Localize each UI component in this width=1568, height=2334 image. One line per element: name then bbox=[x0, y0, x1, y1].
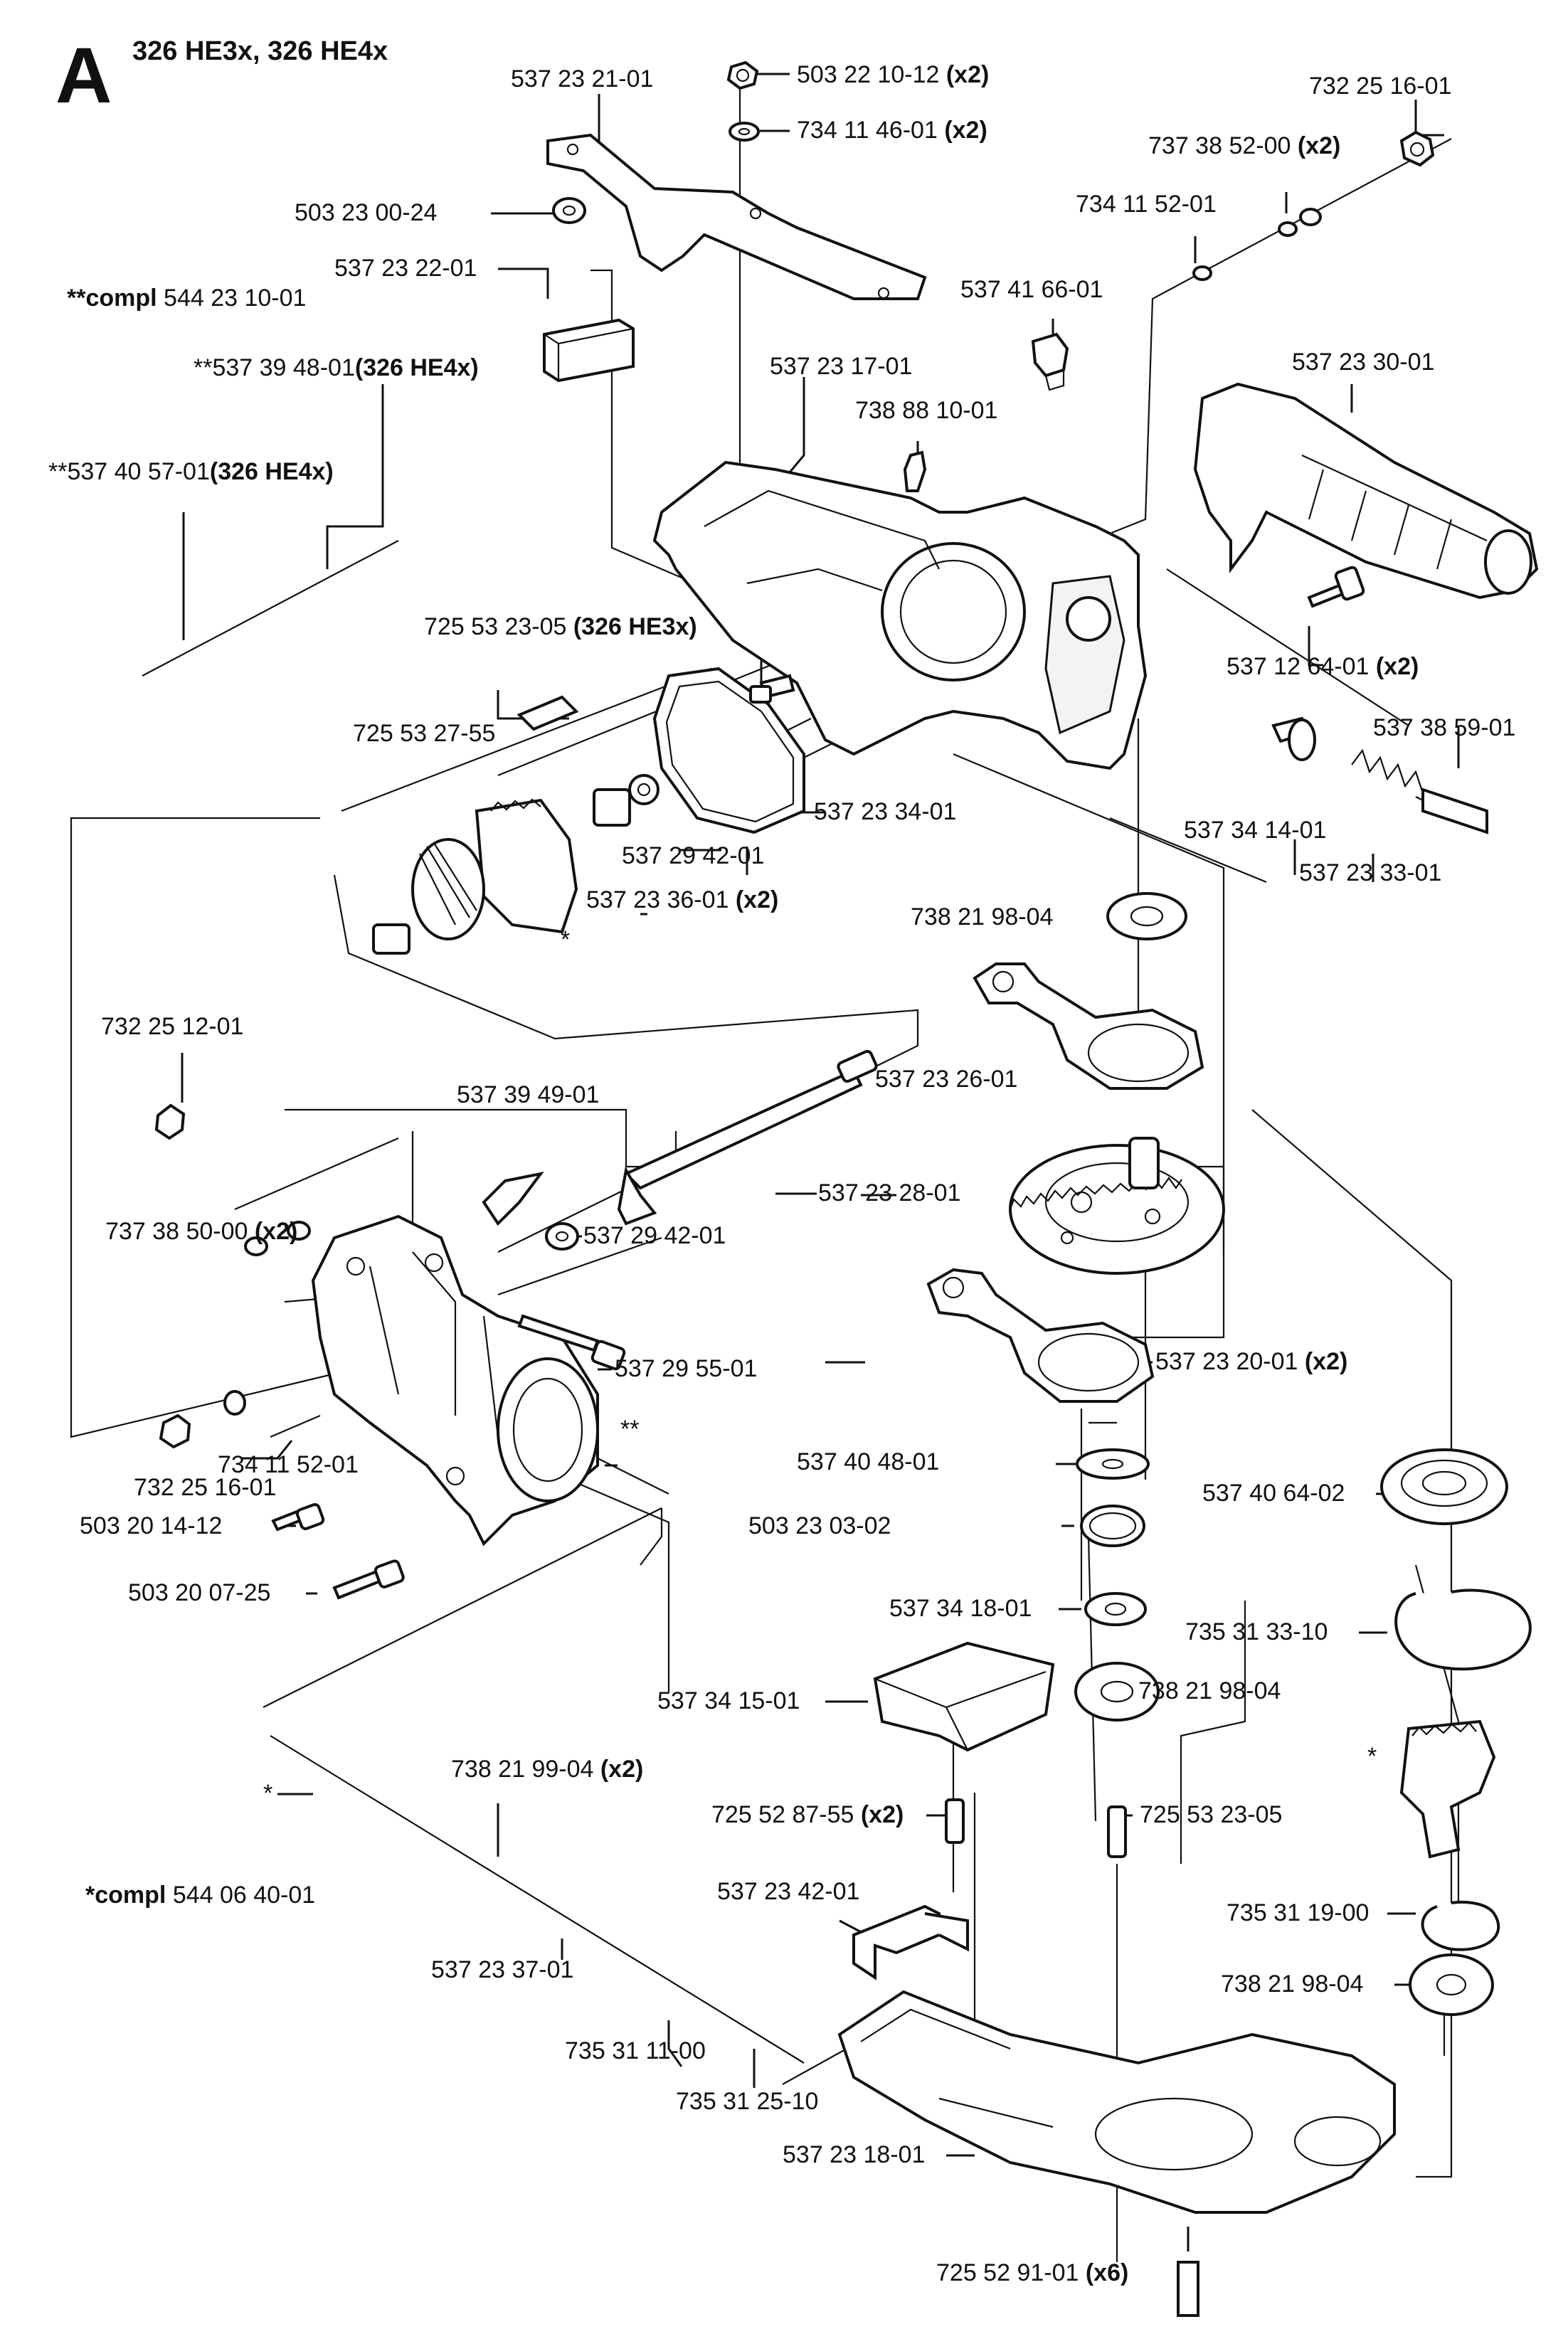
bushing-2 bbox=[593, 788, 631, 827]
part-label-537233401: 537 23 34-01 bbox=[814, 798, 957, 825]
bracket-537341501 bbox=[873, 1641, 1055, 1752]
part-label-725529101: 725 52 91-01 (x6) bbox=[936, 2259, 1129, 2286]
part-label-732251601a: 732 25 16-01 bbox=[1309, 73, 1452, 100]
part-label-537295501: 537 29 55-01 bbox=[615, 1355, 758, 1382]
part-label-537233301: 537 23 33-01 bbox=[1299, 859, 1442, 886]
part-label-503230302: 503 23 03-02 bbox=[748, 1512, 891, 1539]
part-label-537341801: 537 34 18-01 bbox=[889, 1595, 1032, 1622]
part-label-737385000: 737 38 50-00 (x2) bbox=[105, 1218, 298, 1245]
bevel-gear-cluster bbox=[475, 798, 578, 934]
nut-right bbox=[1399, 130, 1435, 167]
part-label-537406402: 537 40 64-02 bbox=[1202, 1480, 1345, 1507]
bearing-top bbox=[1106, 892, 1187, 940]
link-plate-bottom bbox=[926, 1268, 1155, 1403]
part-label-537416601: 537 41 66-01 bbox=[960, 276, 1103, 303]
part-label-734114601: 734 11 46-01 (x2) bbox=[797, 117, 987, 144]
part-label-732251201: 732 25 12-01 bbox=[101, 1013, 244, 1040]
part-label-star-gear: * bbox=[263, 1780, 273, 1807]
part-label-725532305b: 725 53 23-05 bbox=[1140, 1801, 1283, 1828]
bearing-lower-right bbox=[1409, 1953, 1494, 2016]
spacer-block bbox=[852, 1904, 941, 1980]
part-label-503230024: 503 23 00-24 bbox=[295, 199, 438, 226]
nut-left-lower bbox=[159, 1413, 191, 1449]
link-plate-top bbox=[973, 962, 1204, 1090]
part-label-537232801: 537 23 28-01 bbox=[818, 1179, 961, 1206]
main-gear bbox=[1009, 1144, 1225, 1275]
part-label-537385901: 537 38 59-01 bbox=[1373, 714, 1516, 741]
part-label-735313310: 735 31 33-10 bbox=[1185, 1618, 1328, 1645]
part-label-537126401: 537 12 64-01 (x2) bbox=[1227, 653, 1419, 680]
part-label-537232001: 537 23 20-01 (x2) bbox=[1155, 1348, 1348, 1375]
plug bbox=[1031, 332, 1069, 378]
part-label-725532755: 725 53 27-55 bbox=[353, 720, 496, 747]
rubber-block bbox=[543, 318, 635, 383]
part-label-503200725: 503 20 07-25 bbox=[128, 1579, 271, 1606]
part-label-734115201a: 734 11 52-01 bbox=[1076, 191, 1217, 218]
part-label-compl544231001: **compl 544 23 10-01 bbox=[67, 285, 307, 312]
part-label-735311900: 735 31 19-00 bbox=[1227, 1899, 1370, 1926]
top-washer bbox=[729, 122, 760, 142]
part-label-738219904: 738 21 99-04 (x2) bbox=[451, 1756, 644, 1783]
part-label-537394901: 537 39 49-01 bbox=[457, 1081, 600, 1108]
part-label-537232601: 537 23 26-01 bbox=[875, 1066, 1018, 1093]
part-label-737385200: 737 38 52-00 (x2) bbox=[1148, 132, 1341, 159]
bottom-screw bbox=[1177, 2261, 1199, 2317]
part-label-735311100: 735 31 11-00 bbox=[565, 2037, 706, 2064]
part-label-537234201: 537 23 42-01 bbox=[717, 1878, 860, 1905]
part-label-537233601: 537 23 36-01 (x2) bbox=[586, 886, 779, 913]
spring bbox=[1351, 748, 1424, 794]
part-label-537231801: 537 23 18-01 bbox=[783, 2141, 926, 2168]
bearing-mid bbox=[1074, 1662, 1160, 1722]
grease-nipple bbox=[903, 450, 927, 492]
part-label-star-pinion: * bbox=[1367, 1743, 1377, 1770]
part-label-537232101: 537 23 21-01 bbox=[511, 65, 654, 92]
part-label-537405701: **537 40 57-01(326 HE4x) bbox=[48, 458, 334, 485]
part-label-537233701: 537 23 37-01 bbox=[431, 1956, 574, 1983]
wave-washer bbox=[1080, 1505, 1145, 1547]
circlip-right bbox=[1394, 1588, 1532, 1671]
part-label-738219804c: 738 21 98-04 bbox=[1221, 1970, 1364, 1998]
nut-left-upper bbox=[154, 1103, 186, 1140]
part-label-734115201b: 734 11 52-01 bbox=[218, 1451, 359, 1478]
drive-shaft bbox=[623, 1068, 863, 1190]
model-heading: 326 HE3x, 326 HE4x bbox=[132, 36, 388, 66]
part-label-star-bevel: * bbox=[561, 926, 571, 953]
bevel-pinion bbox=[1399, 1719, 1496, 1859]
part-label-735312510: 735 31 25-10 bbox=[676, 2088, 819, 2115]
gasket bbox=[652, 667, 805, 834]
part-label-725528755: 725 52 87-55 (x2) bbox=[711, 1801, 904, 1828]
housing-bore bbox=[881, 542, 1026, 681]
part-label-537294201b: 537 29 42-01 bbox=[583, 1222, 726, 1249]
top-bracket bbox=[546, 133, 927, 300]
detent-pin bbox=[1421, 787, 1488, 834]
parts bbox=[154, 60, 1539, 2317]
washer-537341801 bbox=[1084, 1592, 1147, 1626]
bushing bbox=[372, 923, 410, 955]
part-label-732251601b: 732 25 16-01 bbox=[134, 1474, 277, 1501]
part-label-537404801: 537 40 48-01 bbox=[797, 1448, 940, 1475]
part-label-738219804b: 738 21 98-04 bbox=[1138, 1677, 1281, 1704]
part-label-503221012: 503 22 10-12 (x2) bbox=[797, 61, 990, 88]
part-label-537394801: **537 39 48-01(326 HE4x) bbox=[194, 354, 479, 381]
section-letter: A bbox=[55, 32, 112, 120]
part-label-star2: ** bbox=[620, 1416, 640, 1443]
part-label-537341401: 537 34 14-01 bbox=[1184, 817, 1327, 844]
washer-537404801 bbox=[1076, 1448, 1150, 1480]
part-label-725532305a: 725 53 23-05 (326 HE3x) bbox=[424, 613, 697, 640]
part-label-537233001: 537 23 30-01 bbox=[1292, 349, 1435, 376]
part-label-compl544064001: *compl 544 06 40-01 bbox=[85, 1882, 316, 1909]
key bbox=[482, 1172, 544, 1226]
circlip-small bbox=[1421, 1900, 1500, 1951]
spacer-washer bbox=[552, 197, 586, 224]
part-label-537232201: 537 23 22-01 bbox=[334, 255, 477, 282]
part-label-537294201a: 537 29 42-01 bbox=[622, 842, 765, 869]
part-label-537341501: 537 34 15-01 bbox=[657, 1687, 800, 1714]
part-label-503201412: 503 20 14-12 bbox=[80, 1512, 223, 1539]
part-label-738881001: 738 88 10-01 bbox=[855, 397, 998, 424]
part-label-738219804a: 738 21 98-04 bbox=[911, 903, 1054, 930]
top-nut bbox=[726, 60, 759, 90]
part-label-537231701: 537 23 17-01 bbox=[770, 353, 913, 380]
